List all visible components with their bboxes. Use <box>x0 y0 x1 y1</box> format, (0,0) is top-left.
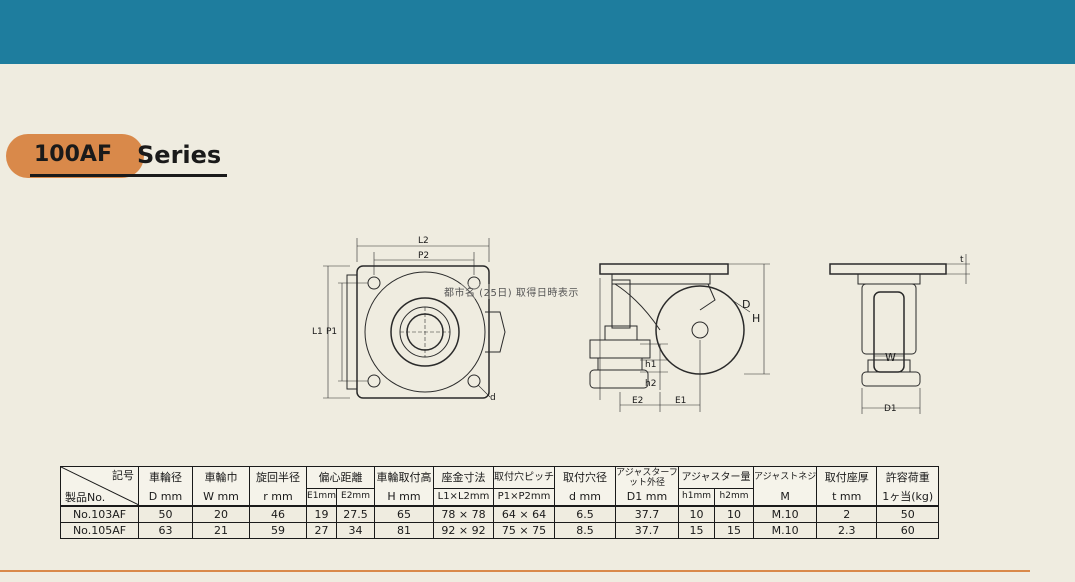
dim-E1: E1 <box>675 396 686 406</box>
sub-E1: E1mm <box>306 487 337 507</box>
header-hole-dia: 取付穴径 <box>554 466 616 489</box>
corner-top: 記号 <box>112 469 134 482</box>
table-header-row: 記号 製品No. 車輪径 車輪巾 旋回半径 偏心距離 車輪取付高 座金寸法 取付… <box>60 466 940 506</box>
header-height: 車輪取付高 <box>374 466 434 489</box>
sub-H: H mm <box>374 488 434 507</box>
header-foot-dia: アジャスターフット外径 <box>615 466 679 489</box>
table-row: No.105AF 63 21 59 27 34 81 92 × 92 75 × … <box>60 522 940 539</box>
spec-table: 記号 製品No. 車輪径 車輪巾 旋回半径 偏心距離 車輪取付高 座金寸法 取付… <box>60 466 940 539</box>
cell: 27.5 <box>336 505 375 523</box>
cell: 78 × 78 <box>433 505 494 523</box>
cell: 64 × 64 <box>493 505 555 523</box>
sub-P: P1×P2mm <box>493 487 555 507</box>
top-view <box>323 238 506 399</box>
cell: 2 <box>816 505 878 523</box>
cell: 46 <box>249 505 307 523</box>
sub-L: L1×L2mm <box>433 487 494 507</box>
front-view <box>829 254 970 414</box>
cell: 59 <box>249 522 307 539</box>
sub-D: D mm <box>138 488 193 507</box>
dim-h2: h2 <box>645 379 656 389</box>
cell: 10 <box>714 505 754 523</box>
dim-H: H <box>752 312 760 325</box>
series-underline <box>30 174 227 177</box>
series-number: 100AF <box>34 142 112 167</box>
table-subheader-row: D mm W mm r mm E1mm E2mm H mm L1×L2mm P1… <box>61 487 940 507</box>
cell: M.10 <box>752 505 818 523</box>
dim-E2: E2 <box>632 396 643 406</box>
side-view <box>589 263 770 412</box>
sub-W: W mm <box>192 488 250 507</box>
dim-l1: L1 <box>312 327 323 337</box>
header-wheel-width: 車輪巾 <box>192 466 250 489</box>
header-wheel-dia: 車輪径 <box>138 466 193 489</box>
sub-t: t mm <box>816 488 878 507</box>
header-adjust: アジャスター量 <box>678 466 754 489</box>
cell: 27 <box>306 522 337 539</box>
row-product-no: No.103AF <box>60 505 139 523</box>
cell: 81 <box>374 522 434 539</box>
dim-D: D <box>742 298 750 311</box>
overlay-caption: 都市名 (25日) 取得日時表示 <box>444 284 579 299</box>
sub-load: 1ヶ当(kg) <box>876 488 940 507</box>
series-heading: 100AF Series <box>0 131 240 183</box>
sub-E2: E2mm <box>336 487 375 507</box>
cell: 21 <box>192 522 250 539</box>
table-row: No.103AF 50 20 46 19 27.5 65 78 × 78 64 … <box>60 505 940 523</box>
dim-D1: D1 <box>884 404 897 414</box>
cell: 50 <box>876 505 940 523</box>
dim-t: t <box>960 255 964 265</box>
cell: 19 <box>306 505 337 523</box>
sub-d: d mm <box>554 488 616 507</box>
dim-p1: P1 <box>326 327 337 337</box>
header-swivel-radius: 旋回半径 <box>249 466 307 489</box>
header-offset: 偏心距離 <box>306 466 375 489</box>
cell: 20 <box>192 505 250 523</box>
header-pitch: 取付穴ピッチ <box>493 466 555 489</box>
sub-r: r mm <box>249 488 307 507</box>
header-load: 許容荷重 <box>876 466 940 489</box>
header-thickness: 取付座厚 <box>816 466 878 489</box>
cell: 34 <box>336 522 375 539</box>
header-plate: 座金寸法 <box>433 466 494 489</box>
sub-h2: h2mm <box>714 487 754 507</box>
header-band <box>0 0 1075 64</box>
cell: 75 × 75 <box>493 522 555 539</box>
sub-D1: D1 mm <box>615 488 679 507</box>
cell: 63 <box>138 522 193 539</box>
technical-drawing: L2 P2 L1 P1 d D H h1 h2 E2 E1 t W D1 <box>312 236 970 414</box>
dim-d-small: d <box>490 393 496 403</box>
row-product-no: No.105AF <box>60 522 139 539</box>
bottom-rule <box>0 570 1030 572</box>
cell: M.10 <box>752 522 818 539</box>
cell: 92 × 92 <box>433 522 494 539</box>
cell: 50 <box>138 505 193 523</box>
cell: 60 <box>876 522 940 539</box>
sub-M: M <box>752 488 818 507</box>
cell: 8.5 <box>554 522 616 539</box>
cell: 65 <box>374 505 434 523</box>
cell: 6.5 <box>554 505 616 523</box>
sub-h1: h1mm <box>678 487 715 507</box>
cell: 2.3 <box>816 522 878 539</box>
dim-W: W <box>885 351 896 364</box>
corner-bottom: 製品No. <box>65 491 106 504</box>
dim-p2: P2 <box>418 251 429 261</box>
header-thread: アジャストネジ <box>752 466 818 489</box>
cell: 15 <box>714 522 754 539</box>
cell: 10 <box>678 505 715 523</box>
dim-h1: h1 <box>645 360 656 370</box>
cell: 15 <box>678 522 715 539</box>
corner-cell: 記号 製品No. <box>60 466 139 506</box>
series-word: Series <box>137 141 222 169</box>
dim-l2: L2 <box>418 236 429 246</box>
series-pill <box>6 134 144 178</box>
cell: 37.7 <box>615 522 679 539</box>
cell: 37.7 <box>615 505 679 523</box>
